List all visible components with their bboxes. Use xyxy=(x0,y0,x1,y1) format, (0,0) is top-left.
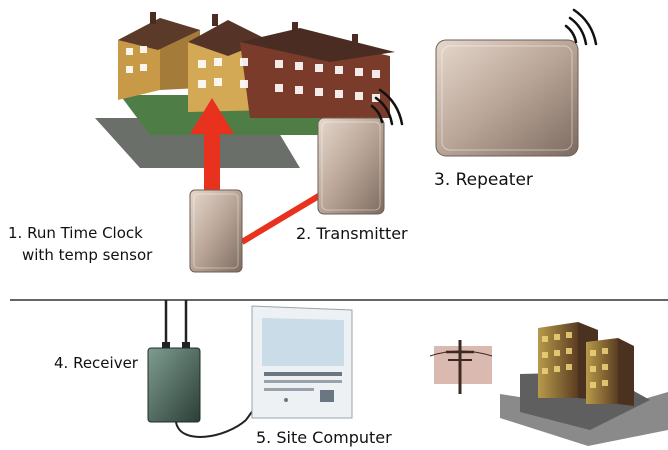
repeater-device xyxy=(435,39,579,157)
repeater-label: 3. Repeater xyxy=(434,170,533,190)
receiver-device xyxy=(147,300,201,423)
transmitter-label: 2. Transmitter xyxy=(296,224,408,243)
transmitter-device xyxy=(317,117,385,215)
receiver-label: 4. Receiver xyxy=(54,354,138,372)
run-time-clock-label-line2: with temp sensor xyxy=(22,246,153,264)
commercial-building-image xyxy=(500,322,668,446)
utility-pole-image xyxy=(429,340,493,394)
run-time-clock-label-line1: 1. Run Time Clock xyxy=(8,224,143,242)
wireless-signal-icon xyxy=(564,8,598,46)
run-time-clock-device xyxy=(189,189,243,273)
site-computer-device xyxy=(251,305,353,419)
cable xyxy=(175,397,263,438)
apartment-buildings-image xyxy=(95,12,395,168)
wireless-signal-icon xyxy=(370,88,404,126)
red-connection-line xyxy=(240,191,324,245)
site-computer-label: 5. Site Computer xyxy=(256,428,392,447)
red-arrow xyxy=(190,98,234,192)
